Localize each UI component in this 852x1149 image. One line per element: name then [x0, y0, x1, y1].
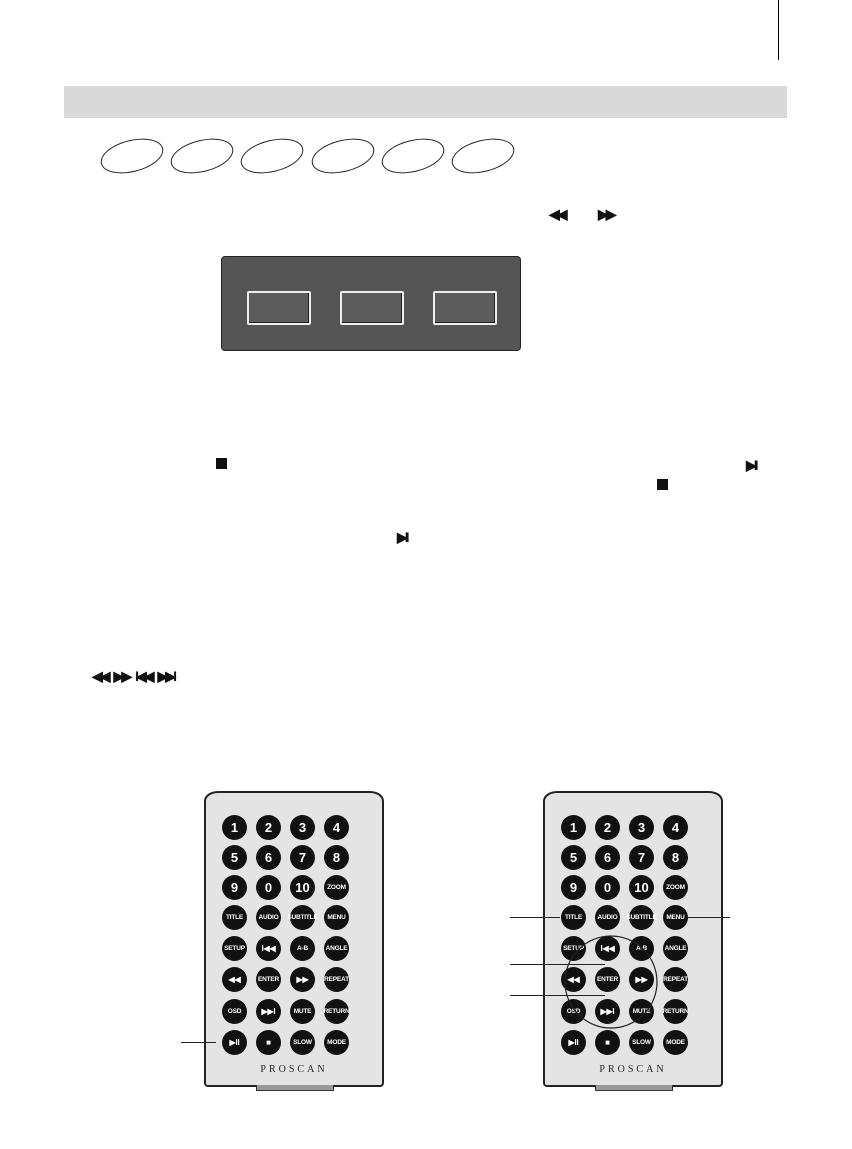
remote-button: ■ — [256, 1030, 281, 1055]
stop-icon — [657, 479, 668, 490]
disc-icon — [237, 132, 307, 180]
navigation-ring — [564, 935, 658, 1029]
callout-line — [688, 917, 730, 918]
panel-illustration — [221, 256, 521, 351]
disc-icon — [448, 132, 518, 180]
remote-button: A-B — [290, 936, 315, 961]
callout-line — [181, 1042, 216, 1043]
callout-line — [510, 964, 605, 965]
remote-button: SLOW — [290, 1030, 315, 1055]
remote-button: ▶▶ — [290, 967, 315, 992]
panel-button-2 — [340, 291, 404, 325]
remote-tab — [595, 1085, 673, 1091]
remote-button: ANGLE — [663, 936, 688, 961]
remote-button: REPEAT — [324, 967, 349, 992]
remote-button: 1 — [561, 815, 586, 840]
remote-button: MENU — [663, 905, 688, 930]
remote-button: ◀◀ — [222, 967, 247, 992]
remote-button: MUTE — [629, 999, 654, 1024]
brand-label: PROSCAN — [260, 1064, 328, 1075]
navigation-icons-row: ◀◀ ▶▶ I◀◀ ▶▶I — [92, 668, 178, 684]
remote-button: 6 — [595, 845, 620, 870]
remote-button: 5 — [561, 845, 586, 870]
disc-icon — [167, 132, 237, 180]
remote-button: 3 — [629, 815, 654, 840]
remote-button: ZOOM — [663, 875, 688, 900]
remote-button: MUTE — [290, 999, 315, 1024]
page-edge-line — [778, 0, 779, 60]
remote-button: 8 — [663, 845, 688, 870]
remote-button: 4 — [324, 815, 349, 840]
fast-forward-icon: ▶▶ — [113, 668, 132, 684]
remote-button: ANGLE — [324, 936, 349, 961]
remote-button: ■ — [595, 1030, 620, 1055]
panel-button-1 — [247, 291, 311, 325]
disc-icon — [378, 132, 448, 180]
remote-button: ▶▶I — [595, 999, 620, 1024]
remote-button: ENTER — [595, 967, 620, 992]
fast-forward-icon: ▶▶ — [598, 206, 616, 222]
rewind-icon: ◀◀ — [549, 206, 567, 222]
remote-tab — [256, 1085, 334, 1091]
remote-button: TITLE — [561, 905, 586, 930]
remote-button: 7 — [629, 845, 654, 870]
remote-button: 1 — [222, 815, 247, 840]
remote-button: SUBTITLE — [626, 905, 657, 930]
remote-button: SLOW — [629, 1030, 654, 1055]
remote-button: MODE — [663, 1030, 688, 1055]
remote-button: 0 — [595, 875, 620, 900]
remote-button: 2 — [256, 815, 281, 840]
remote-button: RETURN — [324, 999, 350, 1024]
remote-button: 3 — [290, 815, 315, 840]
remote-button: REPEAT — [663, 967, 688, 992]
remote-button: 9 — [561, 875, 586, 900]
remote-button: 7 — [290, 845, 315, 870]
next-icon: ▶▶I — [157, 668, 178, 684]
remote-button: SUBTITLE — [287, 905, 318, 930]
remote-button: OSD — [222, 999, 247, 1024]
remote-button: MODE — [324, 1030, 349, 1055]
remote-button: 10 — [629, 875, 654, 900]
stop-icon — [216, 458, 227, 469]
remote-button: TITLE — [222, 905, 247, 930]
remote-button: I◀◀ — [256, 936, 281, 961]
remote-button: 6 — [256, 845, 281, 870]
remote-button: ENTER — [256, 967, 281, 992]
remote-button: OSD — [561, 999, 586, 1024]
callout-line — [510, 917, 560, 918]
remote-button: SETUP — [561, 936, 586, 961]
remote-button: ▶▶I — [256, 999, 281, 1024]
play-pause-icon: ▶II — [397, 529, 409, 545]
disc-icon — [308, 132, 378, 180]
remote-button: 0 — [256, 875, 281, 900]
remote-button: SETUP — [222, 936, 247, 961]
remote-button: 4 — [663, 815, 688, 840]
remote-button: AUDIO — [256, 905, 281, 930]
play-pause-icon: ▶II — [746, 457, 758, 473]
remote-button: 5 — [222, 845, 247, 870]
remote-button: ZOOM — [324, 875, 349, 900]
remote-button: I◀◀ — [595, 936, 620, 961]
remote-button: 10 — [290, 875, 315, 900]
remote-button: AUDIO — [595, 905, 620, 930]
rewind-icon: ◀◀ — [92, 668, 110, 684]
section-header-bar — [64, 86, 787, 118]
remote-button: ▶II — [561, 1030, 586, 1055]
remote-button: ▶▶ — [629, 967, 654, 992]
brand-label: PROSCAN — [599, 1064, 667, 1075]
panel-button-3 — [433, 291, 497, 325]
remote-button: MENU — [324, 905, 349, 930]
callout-line — [510, 995, 605, 996]
remote-button: 8 — [324, 845, 349, 870]
remote-button: 9 — [222, 875, 247, 900]
disc-icon — [97, 132, 167, 180]
remote-button: RETURN — [663, 999, 689, 1024]
remote-button: 2 — [595, 815, 620, 840]
remote-button: ▶II — [222, 1030, 247, 1055]
previous-icon: I◀◀ — [135, 668, 155, 684]
